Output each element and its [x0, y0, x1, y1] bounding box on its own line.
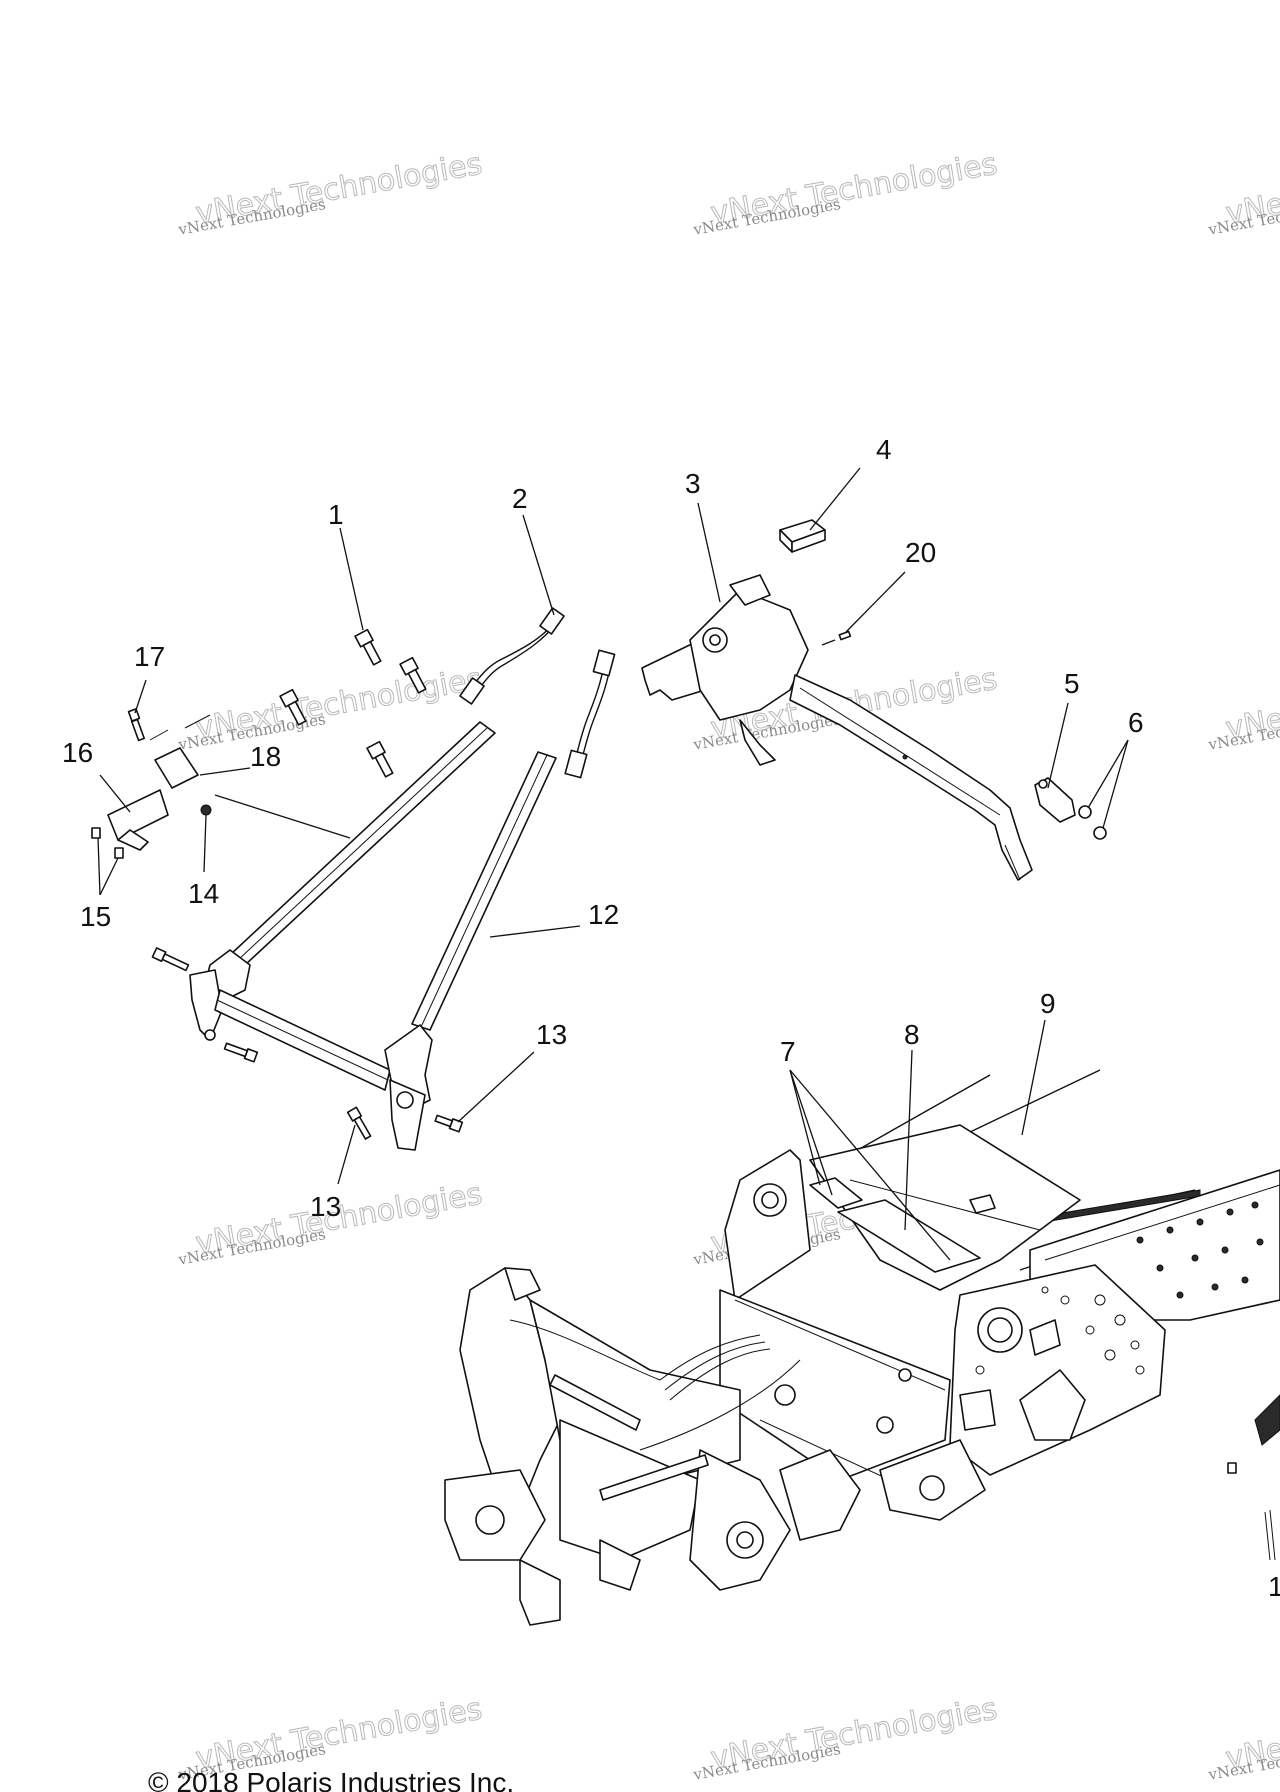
- part-5-bracket: [1034, 777, 1076, 823]
- callout-13-right: 13: [536, 1019, 567, 1050]
- part-17-bolt: [127, 708, 146, 742]
- callout-labels: 1 2 3 4 20 5 6 17 16 18 14 15 12 13 13 7…: [62, 434, 1280, 1602]
- part-20-pin: [821, 630, 852, 646]
- callout-3: 3: [685, 468, 701, 499]
- part-12-a-frame: [151, 721, 557, 1151]
- callout-2: 2: [512, 483, 528, 514]
- callout-12: 12: [588, 899, 619, 930]
- callout-15: 15: [80, 901, 111, 932]
- part-16-plate: [107, 789, 169, 851]
- leader-lines: [97, 467, 1129, 1261]
- callout-20: 20: [905, 537, 936, 568]
- callout-1: 1: [328, 499, 344, 530]
- part-18-clip: [149, 714, 211, 789]
- part-1-bolts: [279, 628, 427, 778]
- watermark: vNext Technologies vNext Technologies: [691, 1691, 1000, 1784]
- callout-16: 16: [62, 737, 93, 768]
- callout-8: 8: [904, 1019, 920, 1050]
- watermark: vNext Technologies vNext Technologies: [1206, 146, 1280, 239]
- watermark: vNext Technologies vNext Technologies: [1206, 1691, 1280, 1784]
- tunnel-holes: [1136, 1201, 1264, 1299]
- part-6-nuts: [1078, 805, 1107, 840]
- callout-9: 9: [1040, 988, 1056, 1019]
- copyright-notice: © 2018 Polaris Industries Inc.: [148, 1767, 514, 1792]
- part-14-nut: [200, 804, 212, 816]
- callout-1-partial: 1: [1268, 1571, 1280, 1602]
- callout-13-left: 13: [310, 1191, 341, 1222]
- watermark: vNext Technologies vNext Technologies: [176, 661, 485, 754]
- side-plate-holes: [975, 1286, 1145, 1375]
- part-3-steering-post: [641, 574, 1033, 881]
- callout-17: 17: [134, 641, 165, 672]
- main-chassis: [444, 1069, 1280, 1626]
- callout-4: 4: [876, 434, 892, 465]
- part-2-cables: [459, 607, 616, 779]
- watermark: vNext Technologies vNext Technologies: [176, 146, 485, 239]
- callout-6: 6: [1128, 707, 1144, 738]
- callout-18: 18: [250, 741, 281, 772]
- callout-5: 5: [1064, 668, 1080, 699]
- part-4-block: [779, 519, 826, 553]
- callout-7: 7: [780, 1036, 796, 1067]
- part-15-screws: [91, 827, 124, 859]
- callout-14: 14: [188, 878, 219, 909]
- watermark: vNext Technologies vNext Technologies: [1206, 661, 1280, 754]
- watermark: vNext Technologies vNext Technologies: [691, 146, 1000, 239]
